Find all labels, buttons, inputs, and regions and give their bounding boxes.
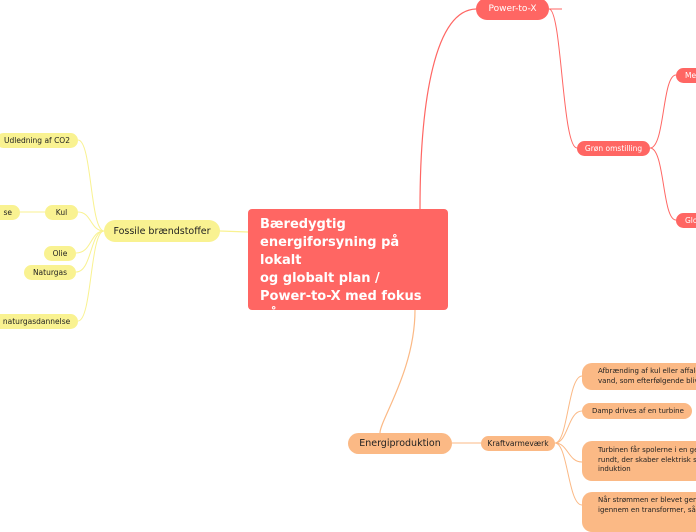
- link-fossile-naturgas: [75, 230, 105, 273]
- central-topic[interactable]: Bæredygtig energiforsyning på lokalt og …: [248, 209, 448, 340]
- step-afbraending-line-2: vand, som efterfølgende blive: [598, 376, 696, 385]
- central-topic-line-1: Bæredygtig: [260, 217, 346, 232]
- topic-me-partial-label: Me: [685, 71, 696, 80]
- topic-power-to-x[interactable]: Power-to-X: [476, 0, 549, 20]
- step-turbine-spoler-line-2: rundt, der skaber elektrisk st: [598, 455, 696, 464]
- topic-naturgasdannelse-partial-label: g naturgasdannelse: [0, 317, 71, 326]
- central-topic-line-5: grøn energi: [260, 325, 346, 340]
- topic-udledning-co2[interactable]: Udledning af CO2: [0, 133, 78, 148]
- link-gron-me: [649, 74, 677, 149]
- link-kraftvarme-step1: [554, 375, 583, 444]
- topic-glo-partial-label: Glo: [685, 216, 696, 225]
- topic-kul-child-partial[interactable]: se: [0, 205, 20, 220]
- link-central-energi: [379, 309, 416, 434]
- topic-olie[interactable]: Olie: [44, 246, 76, 261]
- link-fossile-dannelse: [77, 230, 105, 322]
- link-power-to-x-gron: [548, 8, 578, 149]
- topic-energiproduktion-label: Energiproduktion: [359, 438, 441, 449]
- step-stroem-transformer-line-1: Når strømmen er blevet gener: [598, 496, 696, 504]
- link-central-power-to-x: [419, 8, 477, 210]
- step-turbine-spoler-line-3: induktion: [598, 465, 631, 473]
- topic-naturgas[interactable]: Naturgas: [24, 265, 76, 280]
- topic-power-to-x-label: Power-to-X: [488, 4, 537, 14]
- central-topic-line-3: og globalt plan /: [260, 271, 380, 286]
- step-turbine-spoler[interactable]: Turbinen får spolerne i en ge rundt, der…: [582, 441, 696, 481]
- link-central-fossile: [219, 230, 249, 233]
- central-topic-line-2: energiforsyning på lokalt: [260, 235, 400, 268]
- link-fossile-kul: [77, 211, 105, 232]
- connector-lines: [20, 8, 677, 506]
- topic-gron-omstilling-label: Grøn omstilling: [584, 144, 643, 153]
- topic-gron-omstilling[interactable]: Grøn omstilling: [577, 141, 650, 156]
- topic-kul-child-partial-label: se: [3, 208, 12, 217]
- topic-olie-label: Olie: [52, 249, 68, 258]
- step-damp-turbine[interactable]: Damp drives af en turbine: [582, 403, 692, 419]
- central-topic-line-4: Power-to-X med fokus på: [260, 289, 422, 322]
- topic-kul[interactable]: Kul: [45, 205, 78, 220]
- topic-naturgasdannelse-partial[interactable]: g naturgasdannelse: [0, 314, 78, 329]
- link-gron-glo: [649, 147, 677, 221]
- step-stroem-transformer[interactable]: Når strømmen er blevet gener igennem en …: [582, 492, 696, 532]
- step-afbraending-line-1: Afbrænding af kul eller affald: [598, 367, 696, 375]
- topic-kul-label: Kul: [55, 208, 68, 217]
- link-fossile-udledning: [77, 139, 105, 232]
- topic-udledning-co2-label: Udledning af CO2: [4, 136, 70, 145]
- step-afbraending[interactable]: Afbrænding af kul eller affald vand, som…: [582, 363, 696, 390]
- topic-fossile-braendstoffer[interactable]: Fossile brændstoffer: [104, 220, 220, 242]
- topic-kraftvarmevaerk-label: Kraftvarmeværk: [487, 439, 549, 448]
- topic-fossile-braendstoffer-label: Fossile brændstoffer: [113, 225, 211, 237]
- step-turbine-spoler-line-1: Turbinen får spolerne i en ge: [598, 446, 696, 454]
- topic-glo-partial[interactable]: Glo: [676, 213, 696, 228]
- topic-energiproduktion[interactable]: Energiproduktion: [348, 433, 452, 454]
- step-stroem-transformer-line-2: igennem en transformer, så s: [598, 505, 696, 514]
- link-kraftvarme-step4: [554, 442, 583, 506]
- link-kraftvarme-step2: [554, 410, 583, 444]
- step-damp-turbine-label: Damp drives af en turbine: [592, 407, 684, 415]
- topic-kraftvarmevaerk[interactable]: Kraftvarmeværk: [481, 436, 555, 451]
- topic-naturgas-label: Naturgas: [32, 268, 68, 277]
- topic-me-partial[interactable]: Me: [676, 68, 696, 83]
